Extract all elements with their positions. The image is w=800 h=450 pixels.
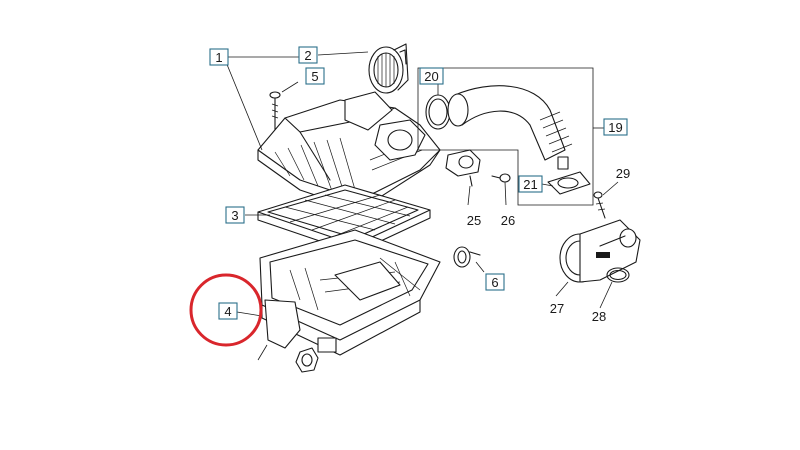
callout-26: 26 bbox=[501, 213, 515, 228]
callout-27: 27 bbox=[550, 301, 564, 316]
highlight-circle bbox=[189, 273, 263, 347]
part-21-gasket bbox=[547, 171, 591, 195]
part-3-filter-element bbox=[257, 184, 431, 254]
callout-28: 28 bbox=[592, 309, 606, 324]
part-19-group-frame bbox=[417, 67, 594, 206]
callout-20: 20 bbox=[419, 67, 444, 85]
part-5-bolt bbox=[269, 91, 281, 131]
part-25-sensor bbox=[445, 149, 481, 187]
leader-lines bbox=[225, 51, 619, 361]
callout-6: 6 bbox=[485, 273, 505, 291]
part-26-screw bbox=[491, 173, 511, 183]
callout-1: 1 bbox=[209, 48, 229, 66]
svg-text:4: 4 bbox=[224, 304, 231, 319]
part-1-upper-housing bbox=[257, 91, 441, 211]
part-20-clamp bbox=[425, 94, 451, 130]
svg-text:28: 28 bbox=[592, 309, 606, 324]
part-27-throttle-body bbox=[559, 219, 641, 283]
callout-5: 5 bbox=[305, 67, 325, 85]
part-6-grommet bbox=[453, 246, 481, 268]
svg-text:26: 26 bbox=[501, 213, 515, 228]
svg-text:19: 19 bbox=[608, 120, 622, 135]
svg-text:21: 21 bbox=[523, 177, 537, 192]
svg-text:3: 3 bbox=[231, 208, 238, 223]
callout-29: 29 bbox=[616, 166, 630, 181]
part-28-o-ring bbox=[606, 267, 630, 283]
callout-25: 25 bbox=[467, 213, 481, 228]
part-2-sensor-ring bbox=[368, 43, 409, 94]
svg-text:27: 27 bbox=[550, 301, 564, 316]
callout-21: 21 bbox=[518, 175, 543, 193]
svg-text:5: 5 bbox=[311, 69, 318, 84]
svg-text:29: 29 bbox=[616, 166, 630, 181]
svg-text:6: 6 bbox=[491, 275, 498, 290]
callout-2: 2 bbox=[298, 46, 318, 64]
svg-text:2: 2 bbox=[304, 48, 311, 63]
part-4-lower-housing bbox=[259, 229, 441, 373]
part-29-bolt bbox=[593, 191, 606, 219]
callout-19: 19 bbox=[603, 118, 628, 136]
callout-4: 4 bbox=[218, 302, 238, 320]
svg-text:25: 25 bbox=[467, 213, 481, 228]
part-19-intake-hose bbox=[447, 85, 573, 170]
svg-text:1: 1 bbox=[215, 50, 222, 65]
callout-3: 3 bbox=[225, 206, 245, 224]
svg-text:20: 20 bbox=[424, 69, 438, 84]
